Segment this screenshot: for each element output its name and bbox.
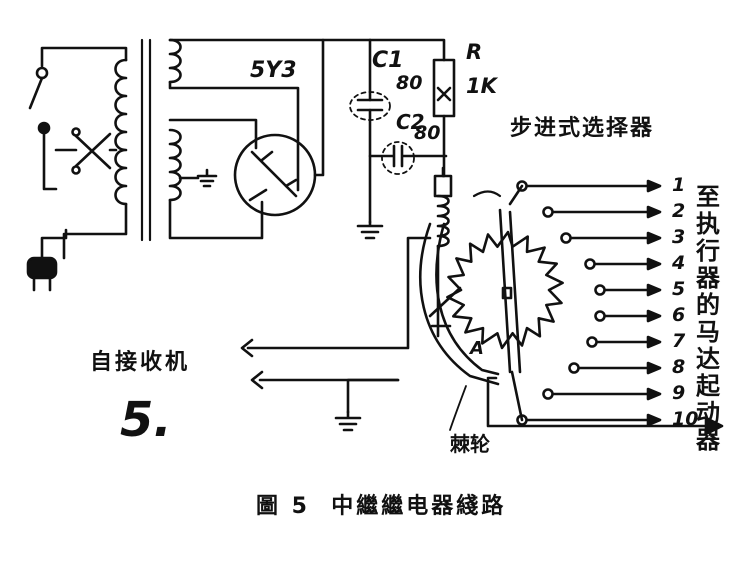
ground-left [356,220,384,240]
c2-value: 80 [414,122,441,144]
output-arrow-3 [646,231,662,245]
output-arrow-4 [646,257,662,271]
contact-5 [594,284,606,296]
filament-winding [168,118,264,240]
rectifier-tube [233,38,325,217]
contact-3 [560,232,572,244]
contact-2 [542,206,554,218]
output-number-1: 1 [672,174,686,196]
output-arrow-1 [646,179,662,193]
wiper-terminal-bottom [510,370,524,422]
from-receiver-label: 自接收机 [90,350,191,375]
figure-number: 5. [120,392,172,448]
tube-label: 5Y3 [250,58,297,83]
output-arrow-9 [646,387,662,401]
hv-secondary [168,38,372,192]
output-arrow-6 [646,309,662,323]
output-number-3: 3 [672,226,686,248]
selector-contacts [508,179,662,427]
contact-6 [594,310,606,322]
to-executor-label: 至执行器的马达起动器 [696,183,720,454]
contact-4 [584,258,596,270]
contact-9 [542,388,554,400]
selector-title: 步进式选择器 [510,116,655,141]
output-number-5: 5 [672,278,686,300]
point-a-label: A [470,338,484,359]
output-number-7: 7 [672,330,686,352]
output-arrow-10 [646,413,662,427]
contact-7 [586,336,598,348]
output-arrow-2 [646,205,662,219]
output-arrow-8 [646,361,662,375]
line-filter-cross [54,127,118,175]
capacitor-c2 [368,141,448,175]
mains-plug [26,228,68,292]
resistor-value: 1K [466,74,497,98]
output-arrow-5 [646,283,662,297]
output-number-8: 8 [672,356,686,378]
pawl-arm [419,190,502,431]
output-number-4: 4 [672,252,686,274]
primary-winding [62,58,128,260]
output-arrow-7 [646,335,662,349]
output-number-2: 2 [672,200,686,222]
c1-value: 80 [396,72,423,94]
selector-wiper [486,208,724,436]
output-number-9: 9 [672,382,686,404]
power-switch [28,46,128,191]
ratchet-label: 棘轮 [450,432,490,456]
figure-caption: 圖 5 中繼繼电器綫路 [256,494,507,519]
transformer-core [140,38,152,242]
wiper-terminal-top [508,184,524,206]
c2-name: C2 [396,110,425,134]
output-number-6: 6 [672,304,686,326]
resistor-name: R [466,40,483,64]
capacitor-c1 [349,38,391,224]
contact-8 [568,362,580,374]
receiver-leads [240,236,432,432]
output-number-10: 10 [672,408,699,430]
c1-name: C1 [372,48,404,73]
